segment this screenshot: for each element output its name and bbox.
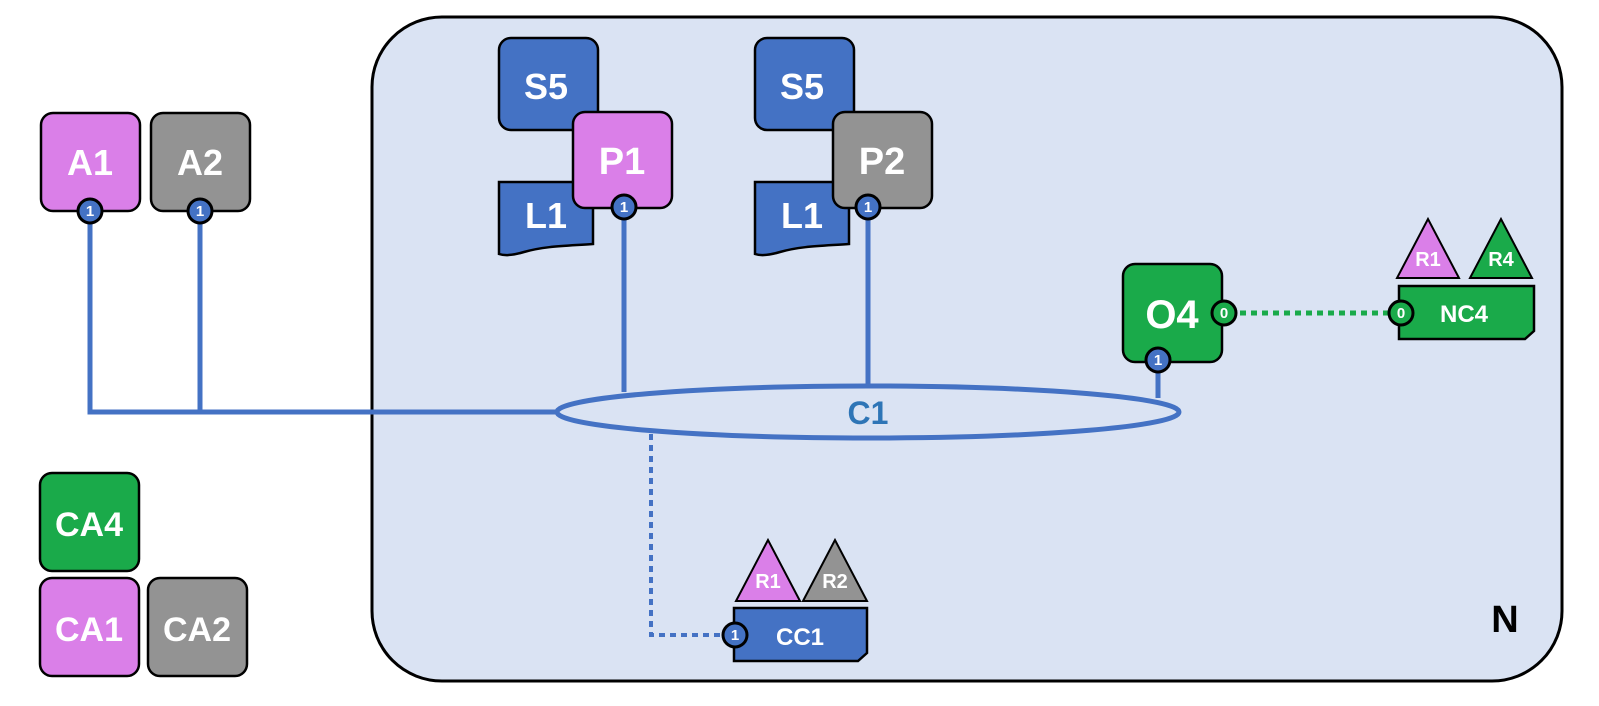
- port-p1-label: 1: [620, 199, 628, 216]
- nc4-r4-label: R4: [1488, 249, 1514, 271]
- region-label: N: [1491, 599, 1518, 641]
- l1-right-label: L1: [781, 195, 823, 236]
- port-o4-right[interactable]: 0: [1210, 299, 1238, 327]
- cc1-r2-label: R2: [822, 571, 848, 593]
- l1-right-doc[interactable]: [753, 180, 851, 257]
- cc1-r1-triangle[interactable]: [734, 537, 802, 602]
- port-a2[interactable]: 1: [186, 197, 214, 225]
- port-o4-bottom-label: 1: [1154, 352, 1162, 369]
- port-o4-right-label: 0: [1220, 305, 1228, 322]
- ca1-label: CA1: [55, 611, 123, 649]
- port-o4-bottom[interactable]: 1: [1144, 346, 1172, 374]
- p2-label: P2: [859, 141, 905, 183]
- link-c1-cc1: [649, 434, 722, 637]
- o4-label: O4: [1145, 293, 1199, 337]
- port-cc1-left[interactable]: 1: [721, 621, 749, 649]
- port-a2-label: 1: [196, 203, 204, 220]
- ca4-box[interactable]: [38, 471, 141, 573]
- cc1-label: CC1: [776, 624, 824, 651]
- l1-left-label: L1: [525, 195, 567, 236]
- p1-label: P1: [599, 141, 645, 183]
- cc1-box[interactable]: [732, 606, 869, 663]
- port-p2[interactable]: 1: [854, 193, 882, 221]
- a1-label: A1: [67, 142, 113, 183]
- ca1-box[interactable]: [38, 576, 141, 678]
- port-nc4-left-label: 0: [1397, 305, 1405, 322]
- s5-right-box[interactable]: [753, 36, 856, 132]
- ca2-label: CA2: [163, 611, 231, 649]
- ca4-label: CA4: [55, 506, 123, 544]
- connector-c1[interactable]: [554, 383, 1182, 441]
- s5-right-label: S5: [780, 66, 824, 107]
- s5-left-label: S5: [524, 66, 568, 107]
- a2-label: A2: [177, 142, 223, 183]
- s5-left-box[interactable]: [497, 36, 600, 132]
- port-p2-label: 1: [864, 199, 872, 216]
- cc1-r2-triangle[interactable]: [801, 537, 869, 602]
- ca2-box[interactable]: [146, 576, 249, 678]
- connector-c1-label: C1: [848, 395, 889, 431]
- p2-box[interactable]: [831, 110, 934, 210]
- nc4-r1-label: R1: [1415, 249, 1441, 271]
- port-a1-label: 1: [86, 203, 94, 220]
- link-a1-c1: [87, 218, 558, 415]
- port-p1[interactable]: 1: [610, 193, 638, 221]
- nc4-label: NC4: [1440, 301, 1489, 328]
- port-a1[interactable]: 1: [76, 197, 104, 225]
- solid-links: [87, 207, 1161, 415]
- port-nc4-left[interactable]: 0: [1387, 299, 1415, 327]
- port-cc1-left-label: 1: [731, 627, 739, 644]
- nc4-r1-triangle[interactable]: [1395, 216, 1461, 279]
- cc1-r1-label: R1: [755, 571, 781, 593]
- nc4-box[interactable]: [1397, 284, 1536, 341]
- l1-left-doc[interactable]: [497, 180, 595, 257]
- nc4-r4-triangle[interactable]: [1468, 216, 1534, 279]
